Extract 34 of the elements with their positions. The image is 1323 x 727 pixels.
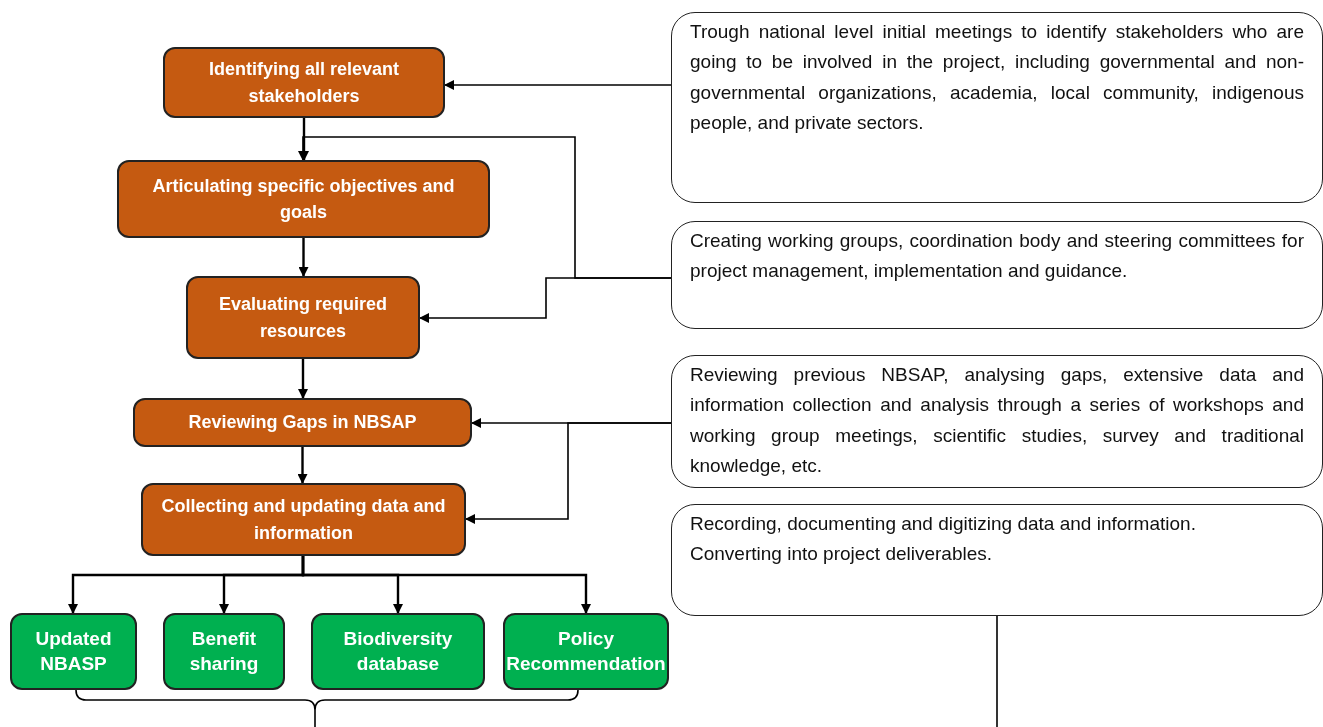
description-box (671, 12, 1323, 203)
output-box (503, 613, 669, 690)
output-box (163, 613, 285, 690)
step-label: Evaluating required resources (217, 293, 388, 343)
arrow (444, 80, 672, 90)
step-label: Benefit sharing (188, 626, 260, 676)
process-box (186, 276, 420, 359)
arrow (301, 556, 591, 614)
description-text: Converting into project deliverables. (690, 542, 994, 567)
step-label: Articulating specific objectives and goals (151, 174, 456, 224)
step-label: Policy Recommendation (506, 626, 666, 676)
arrow (465, 422, 672, 524)
description-box (671, 221, 1323, 329)
process-box (133, 398, 472, 447)
step-label: Reviewing Gaps in NBSAP (188, 411, 417, 435)
arrow (297, 447, 308, 484)
arrow (298, 238, 309, 277)
description-text: Reviewing previous NBSAP, analysing gaps, extensive data and information collection and analysis through a series of workshops and working group meetings, scientific studies, survey and traditional knowledge, etc. (690, 363, 1304, 479)
output-box (311, 613, 485, 690)
description-box (671, 504, 1323, 616)
process-box (117, 160, 490, 238)
step-label: Identifying all relevant stakeholders (207, 58, 400, 108)
description-text: Trough national level initial meetings to identify stakeholders who are going to be involved in the project, including governmental and non-governmental organizations, academia, local community, indigenous people, and private sectors. (690, 20, 1304, 136)
arrow (298, 359, 308, 399)
description-box (671, 355, 1323, 488)
output-box (10, 613, 137, 690)
arrow (419, 277, 672, 323)
process-box (163, 47, 445, 118)
description-text: Creating working groups, coordination body and steering committees for project management, implementation and guidance. (690, 229, 1304, 284)
process-box (141, 483, 466, 556)
step-label: Collecting and updating data and information (160, 495, 447, 545)
description-text: Recording, documenting and digitizing data and information. (690, 512, 1197, 536)
step-label: Updated NBASP (34, 626, 113, 676)
step-label: Biodiversity database (342, 626, 454, 676)
